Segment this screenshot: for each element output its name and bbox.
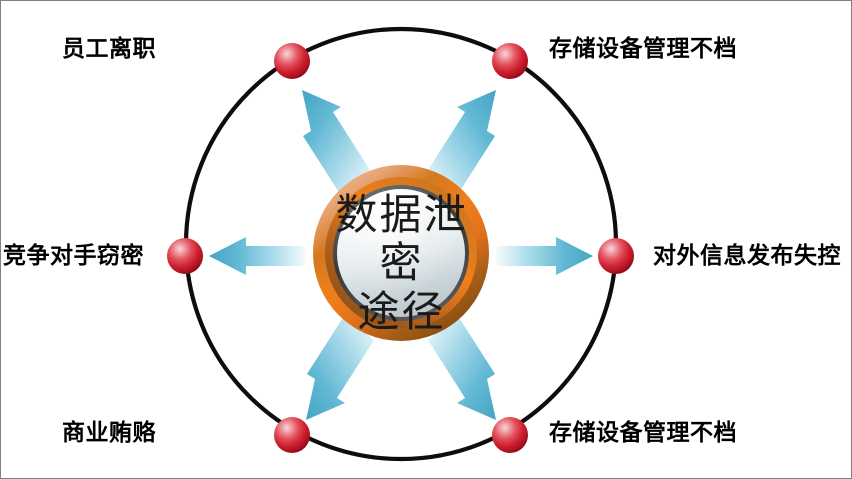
arrow-up-right (428, 90, 496, 194)
node-sphere-group (167, 43, 634, 453)
node-label-external-info-release-uncontrolled: 对外信息发布失控 (653, 242, 841, 269)
node-label-employee-resignation: 员工离职 (62, 35, 156, 62)
node-sphere-external-info-release-uncontrolled[interactable] (598, 238, 634, 274)
arrow-left (209, 237, 306, 275)
node-sphere-storage-device-mismanagement-bottom[interactable] (492, 417, 528, 453)
arrow-down-left (306, 316, 374, 420)
node-sphere-storage-device-mismanagement-top[interactable] (492, 43, 528, 79)
node-label-competitor-espionage: 竞争对手窃密 (3, 242, 144, 269)
node-label-commercial-bribery: 商业贿赂 (62, 419, 156, 446)
node-label-storage-device-mismanagement-top: 存储设备管理不档 (549, 35, 737, 62)
arrow-down-right (428, 316, 496, 420)
node-sphere-commercial-bribery[interactable] (274, 417, 310, 453)
node-sphere-competitor-espionage[interactable] (167, 238, 203, 274)
hub-face-gloss (337, 189, 465, 317)
central-hub (313, 165, 489, 341)
arrow-group (209, 90, 593, 420)
arrow-up-left (302, 90, 370, 194)
node-label-storage-device-mismanagement-bottom: 存储设备管理不档 (549, 419, 737, 446)
arrow-right (496, 237, 593, 275)
node-sphere-employee-resignation[interactable] (274, 43, 310, 79)
